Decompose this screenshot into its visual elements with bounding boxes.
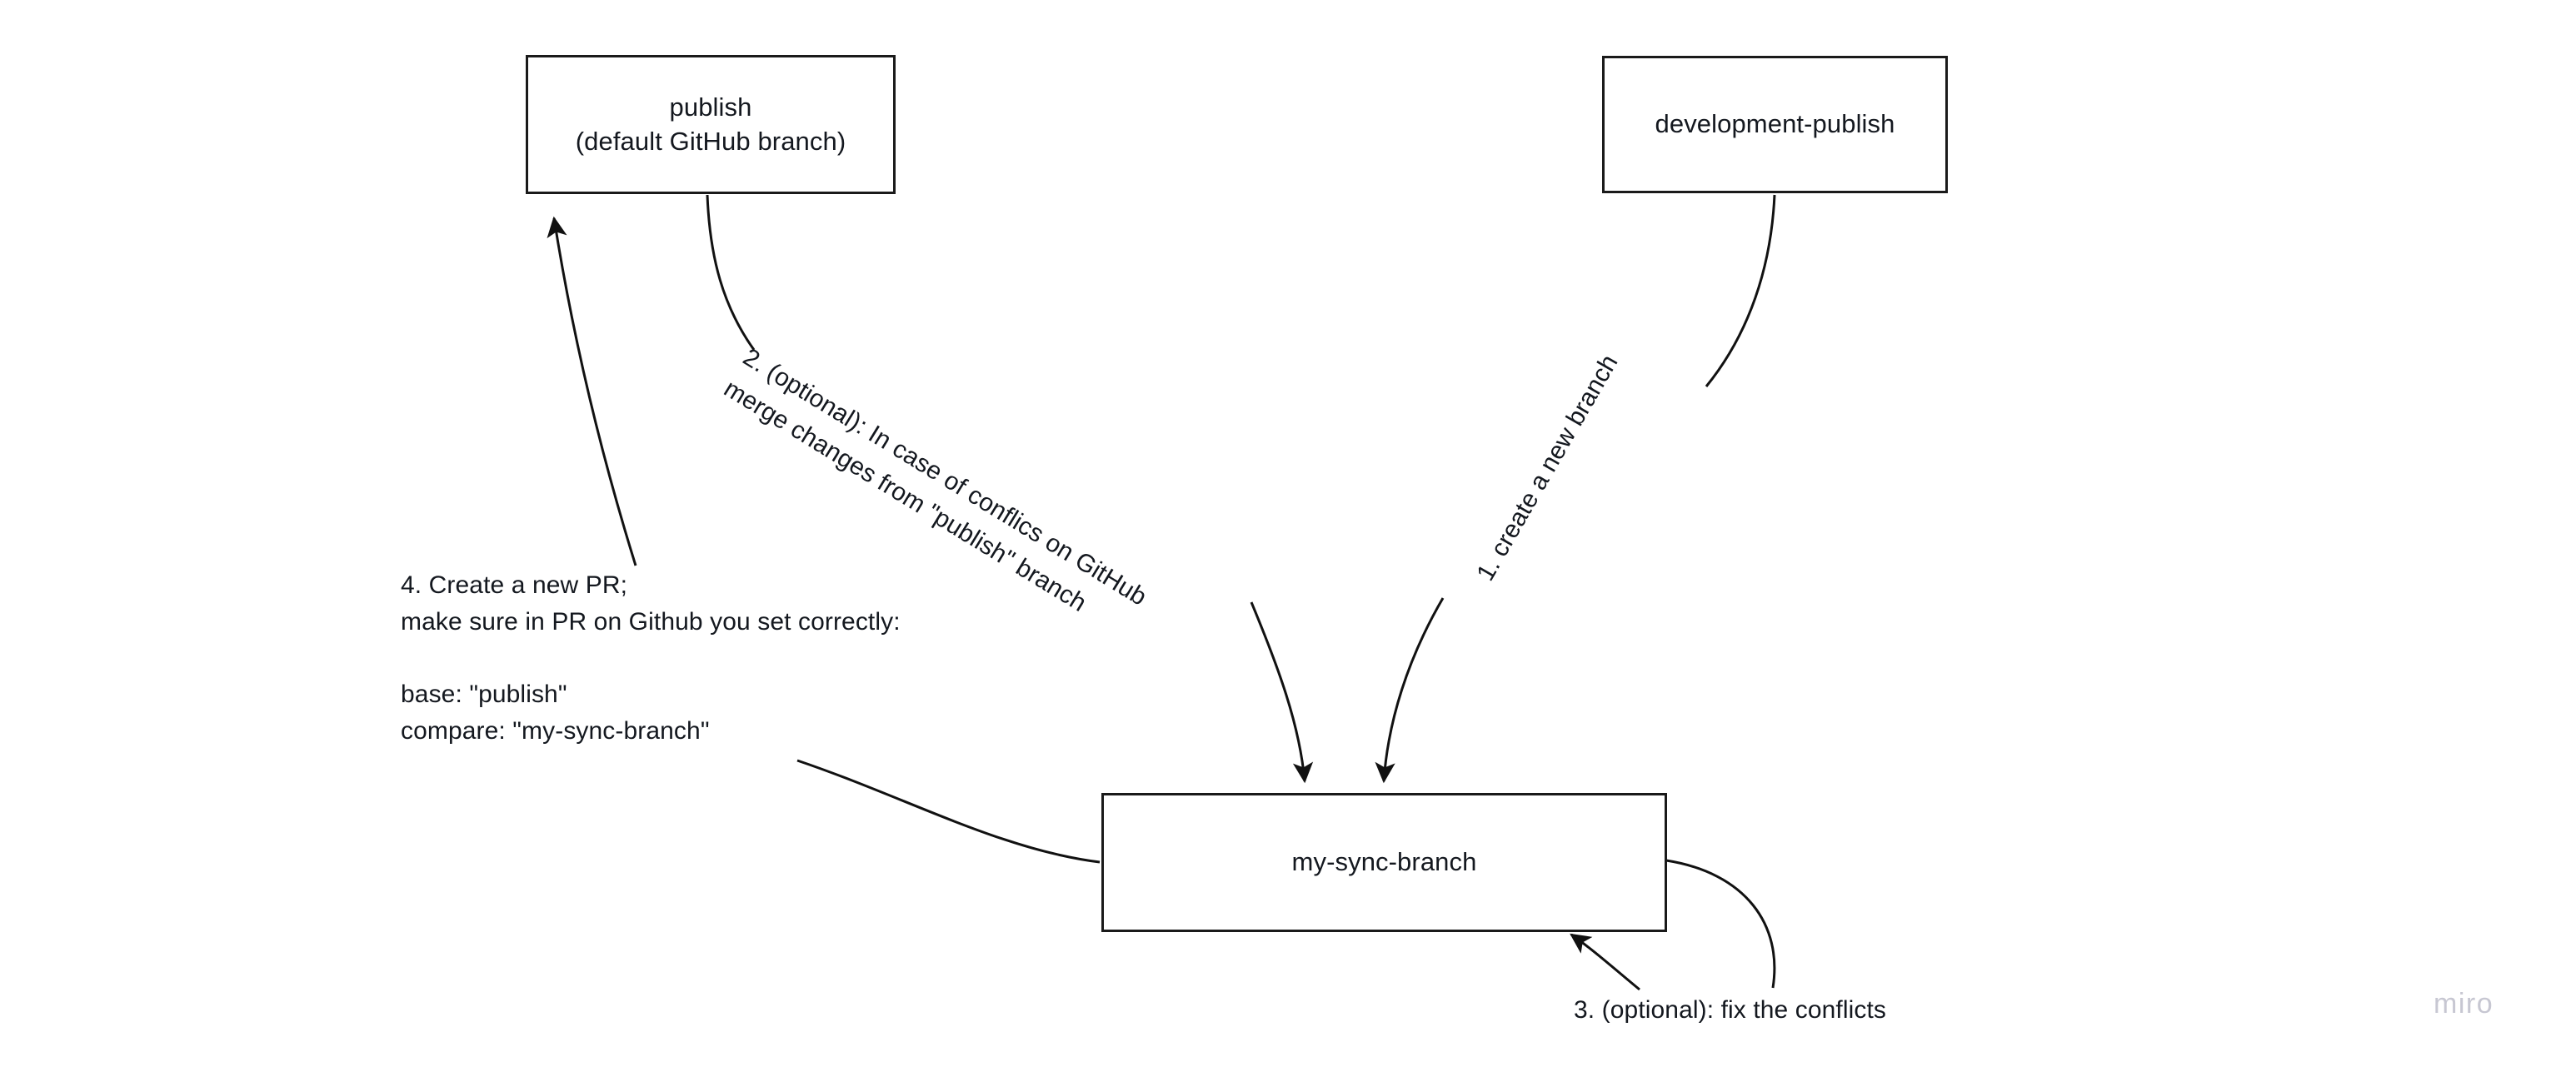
edge-path-4b [796, 759, 1101, 864]
miro-watermark: miro [2434, 988, 2494, 1020]
edge-label-step-1: 1. create a new branch [1471, 350, 1624, 586]
edge-path-3b [1570, 933, 1640, 991]
edge-path-2a [706, 194, 756, 351]
node-publish[interactable]: publish (default GitHub branch) [526, 55, 896, 194]
edge-label-step-3: 3. (optional): fix the conflicts [1574, 996, 1887, 1024]
edge-path-1a [1705, 194, 1776, 387]
node-development-publish[interactable]: development-publish [1602, 56, 1948, 193]
edge-path-4 [547, 216, 637, 566]
edge-path-3a [1665, 859, 1776, 989]
node-my-sync-branch-label: my-sync-branch [1291, 847, 1477, 877]
node-publish-label: publish (default GitHub branch) [575, 92, 846, 156]
node-development-publish-label: development-publish [1655, 109, 1895, 139]
node-my-sync-branch[interactable]: my-sync-branch [1101, 793, 1667, 932]
edge-label-step-4: 4. Create a new PR; make sure in PR on G… [401, 571, 901, 745]
edge-path-2b [1250, 601, 1314, 784]
edge-path-1b [1375, 597, 1445, 784]
